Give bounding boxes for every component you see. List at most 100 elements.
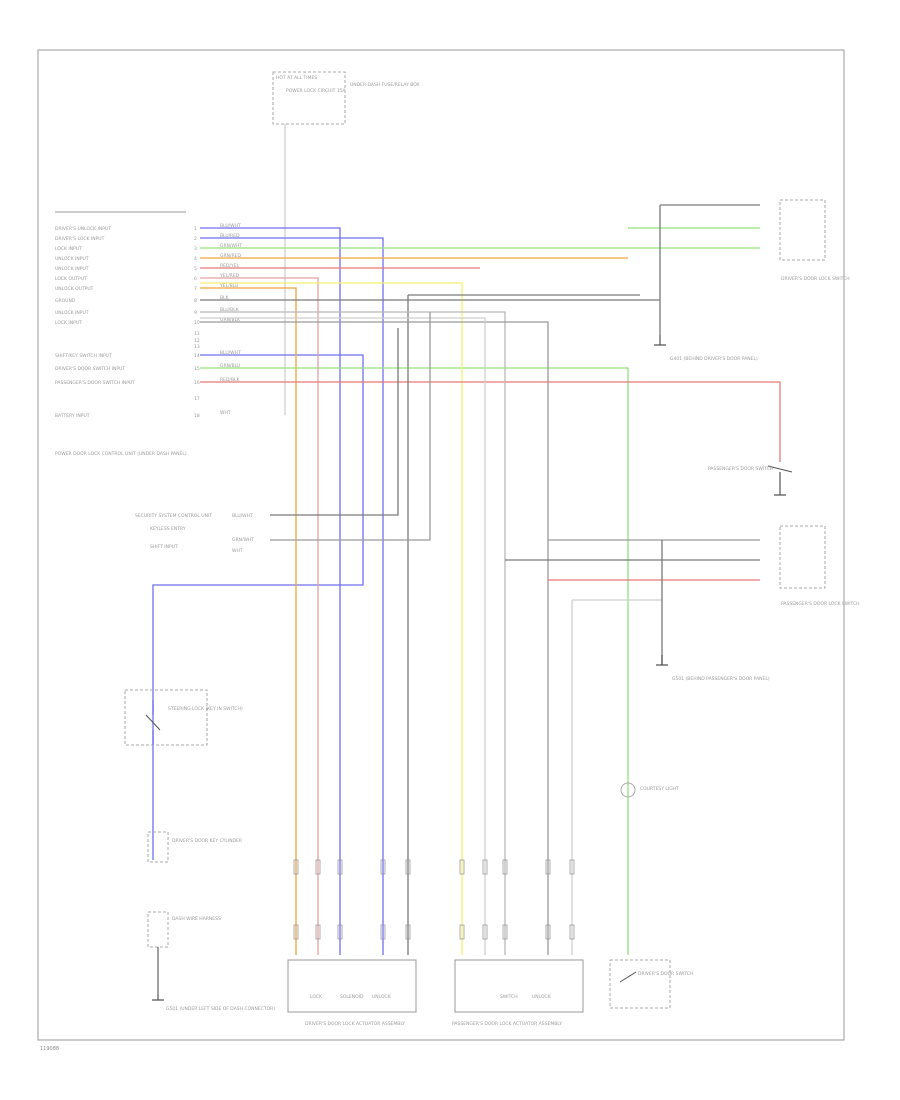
pin-number-3: 3 bbox=[194, 246, 197, 252]
courtesy-light: COURTESY LIGHT bbox=[620, 782, 679, 798]
pin-number-4: 4 bbox=[194, 256, 197, 262]
driver-actuator-lock-label: LOCK bbox=[310, 994, 323, 1000]
connector-tick bbox=[405, 924, 411, 940]
passenger-door-switch-label: PASSENGER'S DOOR SWITCH bbox=[708, 466, 773, 472]
pin-label-5: UNLOCK INPUT bbox=[55, 266, 89, 272]
pin-label-7: UNLOCK OUTPUT bbox=[55, 286, 94, 292]
connector-tick bbox=[482, 859, 488, 875]
pin-label-9: UNLOCK INPUT bbox=[55, 310, 89, 316]
pin-number-9: 9 bbox=[194, 310, 197, 316]
diagram-frame bbox=[37, 49, 845, 1041]
connector-tick bbox=[293, 924, 299, 940]
pin-label-4: UNLOCK INPUT bbox=[55, 256, 89, 262]
connector-tick bbox=[337, 924, 343, 940]
pin-wire-3: GRN/WHT bbox=[220, 243, 242, 249]
connector-tick bbox=[459, 924, 465, 940]
connector-tick bbox=[337, 859, 343, 875]
driver-door-lock-actuator: LOCK SOLENOID UNLOCK DRIVER'S DOOR LOCK … bbox=[287, 959, 417, 1027]
control-unit-title: POWER DOOR LOCK CONTROL UNIT (UNDER DASH… bbox=[55, 451, 187, 457]
pin-wire-4: GRN/RED bbox=[220, 253, 241, 259]
passenger-door-lock-actuator: SWITCH UNLOCK PASSENGER'S DOOR LOCK ACTU… bbox=[452, 959, 584, 1027]
passenger-lock-switch-label: PASSENGER'S DOOR LOCK SWITCH bbox=[781, 601, 860, 607]
pin-number-18: 18 bbox=[194, 413, 200, 419]
driver-key-cylinder: DRIVER'S DOOR KEY CYLINDER bbox=[147, 831, 242, 863]
shift-input-label: SHIFT INPUT bbox=[150, 544, 178, 550]
dash-junction-label: DASH WIRE HARNESS bbox=[172, 916, 221, 922]
connector-tick bbox=[502, 924, 508, 940]
passenger-lock-ground-label: G501 (BEHIND PASSENGER'S DOOR PANEL) bbox=[672, 676, 770, 682]
passenger-door-lock-switch: PASSENGER'S DOOR LOCK SWITCH G501 (BEHIN… bbox=[656, 525, 860, 682]
unused-pin-13: 13 bbox=[194, 344, 200, 350]
connector-tick bbox=[315, 924, 321, 940]
connector-ticks bbox=[293, 859, 575, 940]
pin-number-6: 6 bbox=[194, 276, 197, 282]
page-code: 119088 bbox=[40, 1046, 59, 1052]
courtesy-light-label: COURTESY LIGHT bbox=[640, 786, 679, 792]
fuse-box-label: UNDER-DASH FUSE/RELAY BOX bbox=[350, 82, 420, 88]
pin-wire-8: BLK bbox=[220, 295, 230, 301]
connector-tick bbox=[380, 924, 386, 940]
driver-key-cylinder-label: DRIVER'S DOOR KEY CYLINDER bbox=[172, 838, 242, 844]
pin-wire-5: RED/YEL bbox=[220, 263, 240, 269]
unused-pin-12: 12 bbox=[194, 338, 200, 344]
steering-lock-label: STEERING LOCK (KEY IN SWITCH) bbox=[168, 706, 243, 712]
keyless-entry-label: KEYLESS ENTRY bbox=[150, 526, 186, 532]
connector-tick bbox=[315, 859, 321, 875]
pin-label-3: LOCK INPUT bbox=[55, 246, 82, 252]
passenger-door-switch: PASSENGER'S DOOR SWITCH bbox=[708, 420, 793, 496]
dash-junction: DASH WIRE HARNESS G501 (UNDER LEFT SIDE … bbox=[147, 911, 275, 1012]
pin-number-1: 1 bbox=[194, 226, 197, 232]
driver-door-switch: DRIVER'S DOOR SWITCH bbox=[609, 959, 693, 1009]
driver-actuator-inner-label: SOLENOID bbox=[340, 994, 364, 1000]
connector-tick bbox=[380, 859, 386, 875]
hot-at-all-times-label: HOT AT ALL TIMES bbox=[276, 75, 317, 81]
pin-label-6: LOCK OUTPUT bbox=[55, 276, 87, 282]
pin-number-7: 7 bbox=[194, 286, 197, 292]
wiring-harness bbox=[152, 227, 781, 955]
connector-tick bbox=[569, 924, 575, 940]
pin-wire-6: YEL/RED bbox=[219, 273, 240, 279]
connector-tick bbox=[502, 859, 508, 875]
security-wire-label: BLU/WHT bbox=[232, 513, 253, 519]
connector-tick bbox=[293, 859, 299, 875]
pin-number-15: 15 bbox=[194, 366, 200, 372]
pin-number-16: 16 bbox=[194, 380, 200, 386]
connector-tick bbox=[569, 859, 575, 875]
connector-tick bbox=[545, 924, 551, 940]
unused-pin-17: 17 bbox=[194, 396, 200, 402]
pin-wire-10: GRN/BLK bbox=[220, 317, 241, 323]
passenger-actuator-label: PASSENGER'S DOOR LOCK ACTUATOR ASSEMBLY bbox=[452, 1021, 562, 1027]
pin-wire-9: BLU/BLK bbox=[220, 307, 240, 313]
pin-label-8: GROUND bbox=[55, 298, 76, 304]
pin-number-5: 5 bbox=[194, 266, 197, 272]
driver-door-switch-label: DRIVER'S DOOR SWITCH bbox=[638, 971, 693, 977]
pin-label-2: DRIVER'S LOCK INPUT bbox=[55, 236, 105, 242]
driver-door-lock-switch: DRIVER'S DOOR LOCK SWITCH G401 (BEHIND D… bbox=[654, 199, 850, 362]
pin-label-14: SHIFT/KEY SWITCH INPUT bbox=[55, 353, 112, 359]
pin-label-1: DRIVER'S UNLOCK INPUT bbox=[55, 226, 111, 232]
pin-number-2: 2 bbox=[194, 236, 197, 242]
connector-tick bbox=[405, 859, 411, 875]
security-control-unit-label: SECURITY SYSTEM CONTROL UNIT bbox=[135, 513, 212, 519]
pin-number-10: 10 bbox=[194, 320, 200, 326]
pin-wire-14: BLU/WHT bbox=[220, 350, 241, 356]
pin-wire-16: RED/BLK bbox=[220, 377, 241, 383]
shift-wire-label: WHT bbox=[232, 548, 243, 554]
pin-number-8: 8 bbox=[194, 298, 197, 304]
fuse-label: POWER LOCK CIRCUIT 15A bbox=[286, 88, 347, 94]
security-inputs: SECURITY SYSTEM CONTROL UNIT KEYLESS ENT… bbox=[135, 513, 254, 554]
pin-wire-1: BLU/WHT bbox=[220, 223, 241, 229]
pin-label-16: PASSENGER'S DOOR SWITCH INPUT bbox=[55, 380, 135, 386]
pin-wire-2: BLU/RED bbox=[220, 233, 240, 239]
driver-lock-switch-label: DRIVER'S DOOR LOCK SWITCH bbox=[781, 276, 850, 282]
pin-label-15: DRIVER'S DOOR SWITCH INPUT bbox=[55, 366, 125, 372]
pin-label-18: BATTERY INPUT bbox=[55, 413, 90, 419]
interior-ground-label: G501 (UNDER LEFT SIDE OF DASH CONNECTOR) bbox=[166, 1006, 275, 1012]
steering-lock-switch: STEERING LOCK (KEY IN SWITCH) bbox=[124, 689, 243, 746]
connector-tick bbox=[482, 924, 488, 940]
driver-actuator-label: DRIVER'S DOOR LOCK ACTUATOR ASSEMBLY bbox=[305, 1021, 405, 1027]
connector-tick bbox=[545, 859, 551, 875]
